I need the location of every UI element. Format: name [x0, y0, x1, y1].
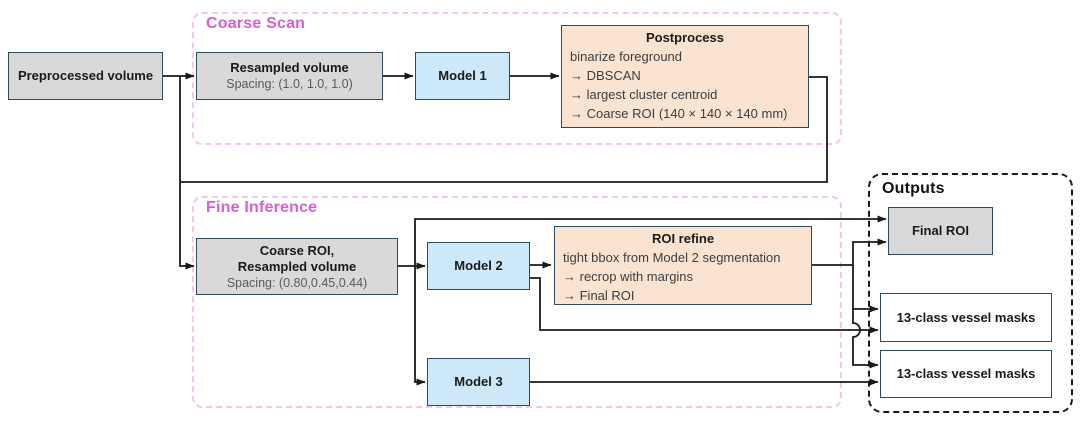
- node-title: Coarse ROI,: [259, 242, 335, 258]
- node-resampled-volume: Resampled volume Spacing: (1.0, 1.0, 1.0…: [196, 52, 383, 100]
- node-title: Model 3: [454, 374, 503, 389]
- node-title: Final ROI: [911, 223, 970, 238]
- node-model-3: Model 3: [427, 358, 530, 406]
- postprocess-step: binarize foreground: [570, 49, 683, 64]
- section-label-fine-inference: Fine Inference: [206, 199, 318, 216]
- section-fine-inference: [192, 196, 842, 408]
- node-title: 13-class vessel masks: [896, 309, 1036, 325]
- node-title: Model 2: [454, 258, 503, 273]
- node-title: Preprocessed volume: [17, 68, 154, 83]
- node-title: 13-class vessel masks: [896, 366, 1036, 381]
- node-vessel-masks-2: 13-class vessel masks: [880, 350, 1052, 398]
- node-title: Resampled volume: [237, 258, 357, 274]
- node-model-2: Model 2: [427, 242, 530, 290]
- roi-refine-step: → recrop with margins: [563, 269, 694, 284]
- postprocess-step: → Coarse ROI (140 × 140 × 140 mm): [570, 106, 788, 121]
- node-subtitle: Spacing: (0.80,0.45,0.44): [226, 275, 368, 290]
- postprocess-step: → DBSCAN: [570, 68, 641, 83]
- node-subtitle: Spacing: (1.0, 1.0, 1.0): [226, 77, 353, 91]
- node-model-1: Model 1: [415, 52, 510, 100]
- node-roi-refine: ROI refine tight bbox from Model 2 segme…: [554, 226, 812, 305]
- postprocess-step: → largest cluster centroid: [570, 87, 718, 102]
- node-vessel-masks-1: 13-class vessel masks: [880, 293, 1052, 342]
- section-outputs: [868, 173, 1073, 413]
- roi-refine-step: → Final ROI: [563, 288, 635, 303]
- node-final-roi: Final ROI: [888, 207, 993, 255]
- node-coarse-roi-resampled-volume: Coarse ROI, Resampled volume Spacing: (0…: [196, 238, 398, 295]
- node-preprocessed-volume: Preprocessed volume: [8, 52, 163, 100]
- node-title: Resampled volume: [230, 60, 349, 75]
- section-label-coarse-scan: Coarse Scan: [206, 15, 306, 32]
- node-postprocess: Postprocess binarize foreground → DBSCAN…: [561, 25, 809, 128]
- node-title: Postprocess: [645, 30, 725, 45]
- node-title: ROI refine: [651, 231, 715, 246]
- section-label-outputs: Outputs: [882, 180, 945, 197]
- roi-refine-step: tight bbox from Model 2 segmentation: [563, 250, 781, 265]
- node-title: Model 1: [438, 68, 487, 83]
